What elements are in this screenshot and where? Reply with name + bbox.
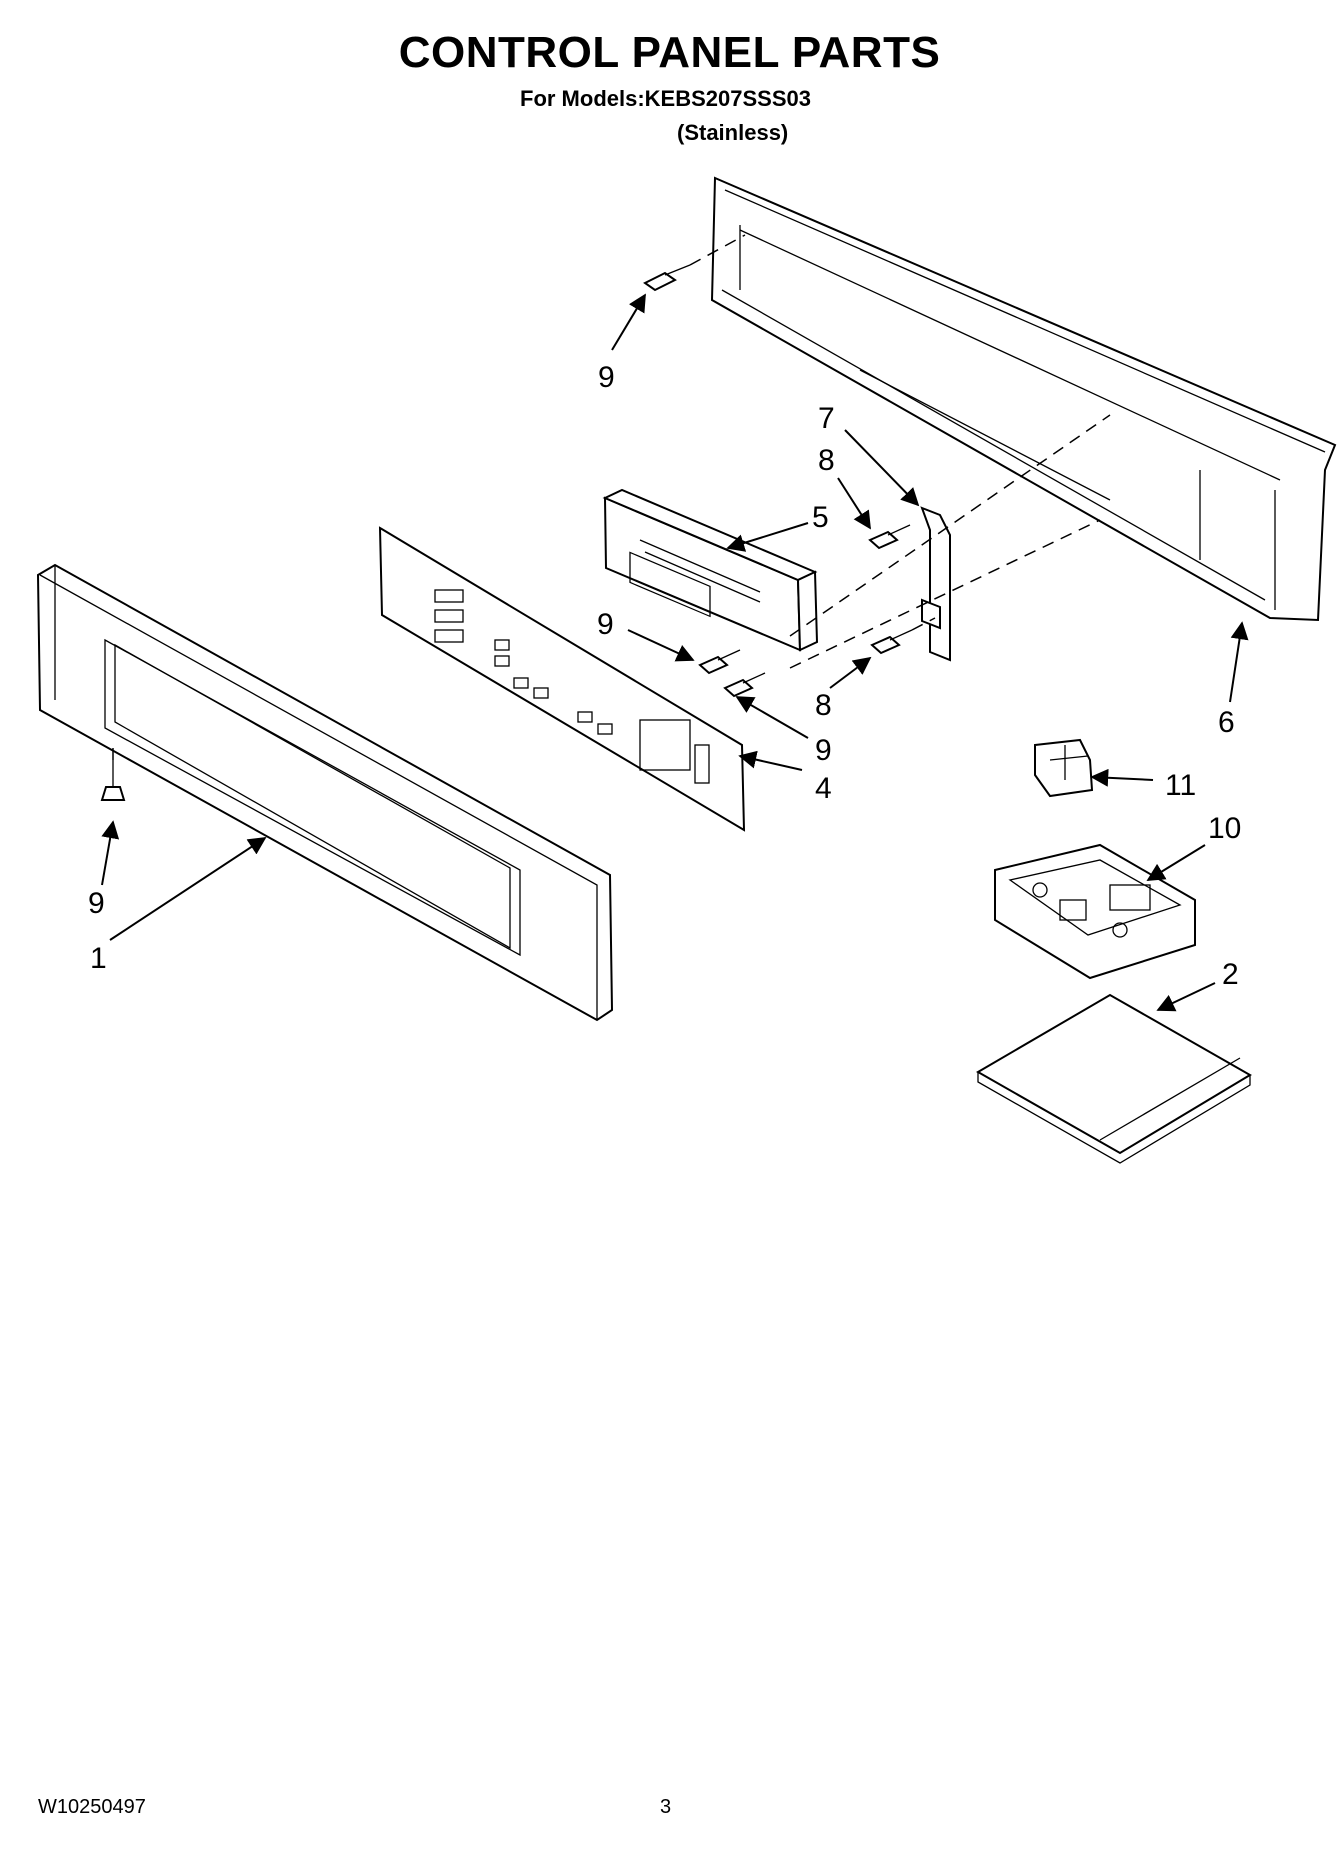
assembly-line-2 — [789, 414, 1111, 637]
callout-8-upper: 8 — [818, 444, 835, 477]
callout-9-middle: 9 — [597, 608, 614, 641]
leader-9-lower — [735, 696, 809, 739]
callout-9-lower: 9 — [815, 734, 832, 767]
leader-9-middle — [627, 629, 695, 662]
leader-10 — [1146, 844, 1206, 881]
leader-2 — [1156, 982, 1216, 1012]
screw-left-9 — [100, 760, 126, 801]
page-number: 3 — [660, 1796, 672, 1818]
leader-4 — [738, 750, 803, 771]
callout-4: 4 — [815, 772, 832, 805]
leader-1 — [109, 837, 267, 941]
leader-9-top — [611, 293, 646, 351]
overlay-panel-part-4 — [378, 526, 746, 832]
leader-6 — [1229, 621, 1249, 703]
assembly-line-4 — [911, 617, 936, 631]
document-number: W10250497 — [38, 1796, 146, 1818]
bracket-part-7 — [920, 506, 951, 662]
callout-9-left: 9 — [88, 887, 105, 920]
callout-5: 5 — [812, 501, 829, 534]
control-panel-trim-part-1 — [36, 563, 614, 1022]
leader-7 — [844, 429, 920, 507]
screw-top-left — [643, 264, 691, 292]
leader-11 — [1090, 768, 1154, 787]
leader-8-lower — [829, 656, 872, 689]
variant-line: (Stainless) — [677, 120, 789, 145]
cover-plate-part-2 — [975, 993, 1252, 1164]
model-line: For Models:KEBS207SSS03 — [520, 86, 811, 111]
callout-11: 11 — [1165, 769, 1196, 802]
callout-9-top: 9 — [598, 361, 615, 394]
callout-8-lower: 8 — [815, 689, 832, 722]
leader-9-left — [101, 820, 120, 886]
screw-middle-9a — [698, 649, 741, 675]
callout-1: 1 — [90, 942, 107, 975]
rear-frame-part-6 — [710, 176, 1337, 622]
switch-part-11 — [1034, 738, 1094, 798]
callout-2: 2 — [1222, 958, 1239, 991]
assembly-line-1 — [689, 234, 746, 266]
electronic-control-part-5 — [602, 488, 819, 652]
screw-upper-8 — [868, 524, 911, 550]
callout-6: 6 — [1218, 706, 1235, 739]
relay-board-part-10 — [994, 843, 1196, 980]
callout-7: 7 — [818, 402, 835, 435]
assembly-line-3 — [789, 519, 1101, 669]
leader-5 — [726, 522, 809, 552]
screw-middle-9b — [723, 672, 766, 698]
screw-lower-8 — [870, 629, 913, 655]
leader-8-upper — [837, 477, 871, 530]
page-title: CONTROL PANEL PARTS — [398, 28, 941, 77]
callout-10: 10 — [1208, 812, 1241, 845]
